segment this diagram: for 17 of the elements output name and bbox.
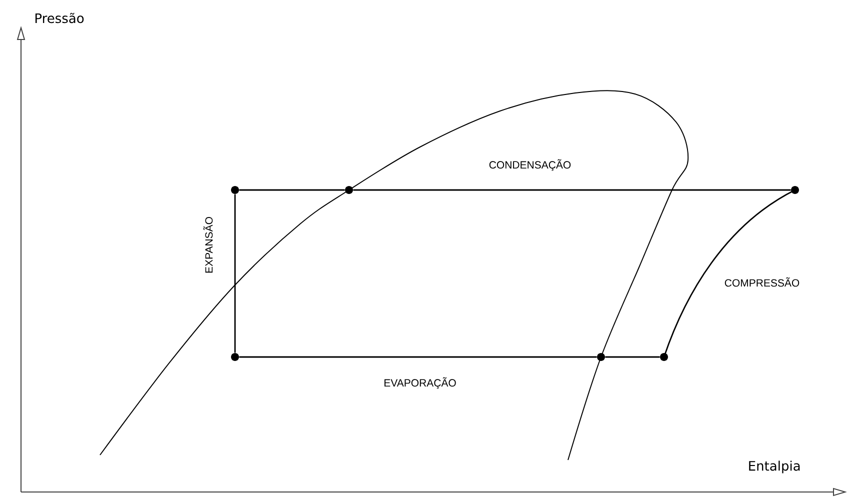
process-label: CONDENSAÇÃO: [489, 159, 571, 171]
cycle-line: [239, 189, 345, 191]
state-point: [660, 353, 668, 361]
axis-title: Pressão: [35, 12, 84, 24]
state-point: [231, 353, 239, 361]
state-point: [345, 186, 353, 194]
process-label: EXPANSÃO: [203, 217, 213, 273]
cycle-line: [353, 189, 791, 191]
cycle-line: [605, 356, 660, 358]
state-point: [597, 353, 605, 361]
process-label: COMPRESSÃO: [724, 277, 800, 287]
axis-title: Entalpia: [749, 460, 800, 474]
process-label: EVAPORAÇÃO: [384, 377, 456, 389]
cycle-line: [239, 356, 597, 358]
cycle-line: [234, 194, 236, 353]
state-point: [791, 186, 799, 194]
state-point: [231, 186, 239, 194]
